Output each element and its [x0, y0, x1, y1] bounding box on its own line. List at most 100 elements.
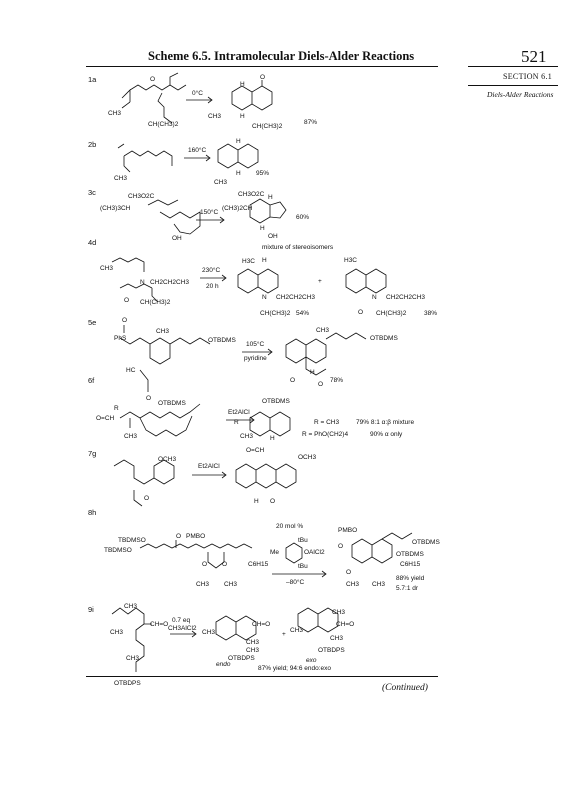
svg-text:38%: 38%	[424, 310, 437, 317]
svg-text:OTBDPS: OTBDPS	[228, 655, 255, 662]
entry8-product: PMBO OTBDMS OTBDMS C6H15 CH3 CH3 O O	[338, 527, 440, 588]
svg-text:CH2CH2CH3: CH2CH2CH3	[386, 294, 425, 301]
entry-number: 6f	[88, 376, 95, 385]
svg-text:CH3: CH3	[208, 113, 221, 120]
svg-text:O: O	[260, 74, 265, 81]
svg-text:H: H	[270, 435, 275, 442]
entry4-product-2: H3C N CH2CH2CH3 CH(CH3)2 O	[344, 257, 425, 317]
svg-text:H: H	[236, 170, 241, 177]
svg-text:CH3O2C: CH3O2C	[238, 191, 265, 198]
entry-number: 5e	[88, 318, 97, 327]
entry1-product: O H H CH3 CH(CH3)2	[208, 74, 283, 130]
svg-text:CH3: CH3	[100, 265, 113, 272]
svg-text:CH(CH3)2: CH(CH3)2	[260, 310, 291, 317]
entry-number: 7g	[88, 449, 97, 458]
svg-text:OTBDMS: OTBDMS	[396, 551, 424, 558]
svg-text:O: O	[122, 317, 127, 324]
catalyst-structure: 20 mol % tBu Me OAlCl2 tBu	[270, 523, 325, 570]
svg-text:CH3: CH3	[330, 635, 343, 642]
entry8-reactant: TBDMSO TBDMSO PMBO O O O CH3 CH3 C6H15	[104, 533, 269, 588]
svg-text:79% 8:1 α:β mixture: 79% 8:1 α:β mixture	[356, 419, 414, 426]
footer-rule	[86, 676, 438, 677]
carbonyl-o: O	[150, 76, 155, 83]
svg-text:OTBDMS: OTBDMS	[158, 400, 186, 407]
svg-text:160°C: 160°C	[188, 146, 206, 154]
svg-text:95%: 95%	[256, 170, 269, 177]
svg-text:O: O	[202, 561, 207, 568]
entry7-product: OCH3 H O	[235, 454, 316, 505]
entry2-reactant: CH3	[114, 143, 173, 182]
svg-text:OTBDPS: OTBDPS	[318, 647, 345, 654]
svg-text:CH(CH3)2: CH(CH3)2	[252, 123, 283, 130]
entry9-product-endo: CH=O CH3 CH3 CH3 OTBDPS endo	[202, 615, 270, 668]
entry7-reactant: OCH3 O	[113, 456, 176, 507]
entry-number: 3c	[88, 188, 96, 197]
svg-text:C6H15: C6H15	[248, 561, 269, 568]
svg-text:O: O	[270, 498, 275, 505]
svg-text:CH3: CH3	[346, 581, 359, 588]
svg-text:O=CH: O=CH	[246, 447, 265, 454]
svg-text:CH3: CH3	[240, 433, 253, 440]
svg-text:O: O	[290, 377, 295, 384]
svg-text:CH3: CH3	[246, 647, 259, 654]
svg-text:CH3: CH3	[196, 581, 209, 588]
entry9-product-exo: CH3 CH=O CH3 CH3 OTBDPS exo	[290, 607, 354, 664]
svg-text:exo: exo	[306, 657, 317, 664]
svg-text:CH3: CH3	[224, 581, 237, 588]
svg-text:OH: OH	[172, 235, 182, 242]
svg-text:5.7:1 dr: 5.7:1 dr	[396, 585, 419, 592]
svg-text:CH3: CH3	[372, 581, 385, 588]
svg-text:R = CH3: R = CH3	[314, 419, 339, 426]
svg-text:O: O	[346, 569, 351, 576]
svg-text:OAlCl2: OAlCl2	[304, 549, 325, 556]
yield: 87%	[304, 119, 317, 126]
condition: 0°C	[192, 89, 203, 97]
svg-text:H: H	[254, 498, 259, 505]
svg-text:CH3: CH3	[156, 328, 169, 335]
svg-text:230°C: 230°C	[202, 266, 220, 274]
svg-text:N: N	[140, 279, 145, 286]
side-rule	[468, 66, 558, 67]
svg-text:O: O	[222, 561, 227, 568]
svg-text:CH3: CH3	[214, 179, 227, 186]
svg-text:PhS: PhS	[114, 335, 127, 342]
svg-text:pyridine: pyridine	[244, 355, 267, 362]
entry6-product: OTBDMS R CH3 O=CH H	[234, 398, 290, 454]
svg-text:Me: Me	[270, 549, 279, 556]
svg-text:+: +	[282, 631, 286, 638]
svg-text:Et2AlCl: Et2AlCl	[228, 409, 250, 416]
svg-text:0.7 eq: 0.7 eq	[172, 617, 190, 624]
svg-text:tBu: tBu	[298, 537, 308, 544]
svg-text:H: H	[262, 257, 267, 264]
svg-text:H: H	[240, 81, 245, 88]
svg-text:CH2CH2CH3: CH2CH2CH3	[276, 294, 315, 301]
svg-text:O: O	[146, 395, 151, 402]
svg-text:(CH3)2CH: (CH3)2CH	[222, 205, 253, 212]
svg-text:H3C: H3C	[344, 257, 357, 264]
entry-number: 1a	[88, 75, 97, 84]
isopropyl-label: CH(CH3)2	[148, 121, 179, 128]
svg-text:88% yield: 88% yield	[396, 575, 425, 582]
entry4-product-1: H3C H N CH2CH2CH3 CH(CH3)2	[237, 257, 315, 317]
section-subtitle: Diels-Alder Reactions	[487, 90, 554, 99]
svg-text:CH3: CH3	[246, 639, 259, 646]
svg-text:O: O	[338, 543, 343, 550]
svg-text:–80°C: –80°C	[286, 578, 304, 586]
svg-text:60%: 60%	[296, 214, 309, 221]
svg-text:endo: endo	[216, 661, 231, 668]
svg-text:R = PhO(CH2)4: R = PhO(CH2)4	[302, 431, 348, 438]
svg-text:CH=O: CH=O	[150, 621, 168, 628]
page-number: 521	[521, 47, 547, 66]
svg-text:R: R	[234, 419, 239, 426]
svg-text:(CH3)3CH: (CH3)3CH	[100, 205, 131, 212]
svg-text:87% yield; 94:6 endo:exo: 87% yield; 94:6 endo:exo	[258, 665, 331, 672]
methyl-label: CH3	[108, 110, 121, 117]
svg-text:O: O	[318, 381, 323, 388]
svg-text:H: H	[236, 138, 241, 145]
entry6-reactant: OTBDMS R O=CH CH3	[96, 400, 201, 440]
continued-label: (Continued)	[382, 683, 428, 693]
svg-text:CH=O: CH=O	[252, 621, 270, 628]
svg-text:CH=O: CH=O	[336, 621, 354, 628]
svg-text:N: N	[372, 294, 377, 301]
svg-text:OH: OH	[268, 233, 278, 240]
